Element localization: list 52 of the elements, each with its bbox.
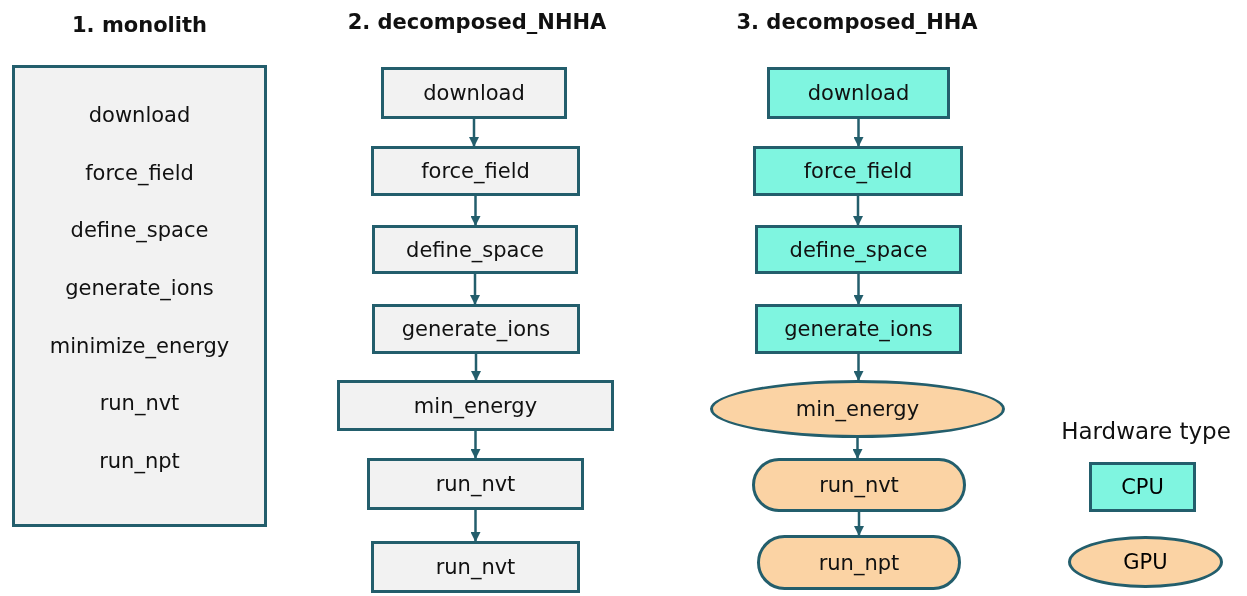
column-heading: 1. monolith [72, 13, 207, 37]
node-label: run_nvt [819, 473, 899, 497]
node-label: force_field [803, 159, 913, 183]
process-box [371, 541, 580, 593]
node-label: generate_ions [65, 275, 214, 303]
process-box [367, 458, 584, 510]
node-label: download [807, 81, 910, 105]
node-label: force_field [85, 159, 194, 188]
node-label: define_space [70, 217, 209, 245]
process-box [371, 146, 580, 196]
arrow [470, 196, 481, 226]
arrow [469, 119, 479, 147]
process-pill [752, 458, 966, 512]
arrow [470, 274, 480, 305]
arrow [853, 119, 864, 147]
node-label: run_nvt [435, 472, 516, 496]
arrow [470, 510, 481, 542]
legend-swatch: GPU [1068, 536, 1223, 588]
process-box [337, 380, 614, 431]
arrow [853, 354, 864, 381]
process-box [753, 146, 963, 196]
column-heading: 3. decomposed_HHA [736, 10, 978, 34]
process-box [372, 304, 580, 354]
legend-title: Hardware type [1061, 418, 1231, 444]
arrow [854, 512, 864, 536]
node-label: force_field [421, 159, 530, 183]
process-box [755, 225, 962, 274]
arrow [853, 196, 863, 226]
node-label: run_nvt [435, 555, 516, 579]
node-label: run_npt [99, 448, 180, 476]
process-box [767, 67, 950, 119]
node-label: generate_ions [401, 317, 551, 341]
node-label: define_space [406, 237, 544, 262]
process-box [372, 225, 578, 274]
node-label: run_npt [818, 550, 900, 575]
arrow [471, 354, 481, 381]
node-label: minimize_energy [49, 332, 230, 361]
column-heading: 2. decomposed_NHHA [347, 10, 607, 34]
node-label: download [423, 81, 525, 105]
arrow [853, 274, 864, 305]
node-label: run_nvt [99, 390, 180, 418]
node-label: generate_ions [784, 317, 933, 341]
legend-swatch: CPU [1089, 462, 1196, 512]
node-label: min_energy [795, 397, 920, 421]
node-label: download [88, 102, 191, 129]
process-box [755, 304, 962, 354]
process-box [381, 67, 567, 119]
arrow [470, 431, 481, 459]
node-label: define_space [789, 237, 928, 262]
process-pill [757, 535, 961, 590]
node-label: min_energy [413, 393, 538, 418]
arrow [852, 438, 863, 459]
